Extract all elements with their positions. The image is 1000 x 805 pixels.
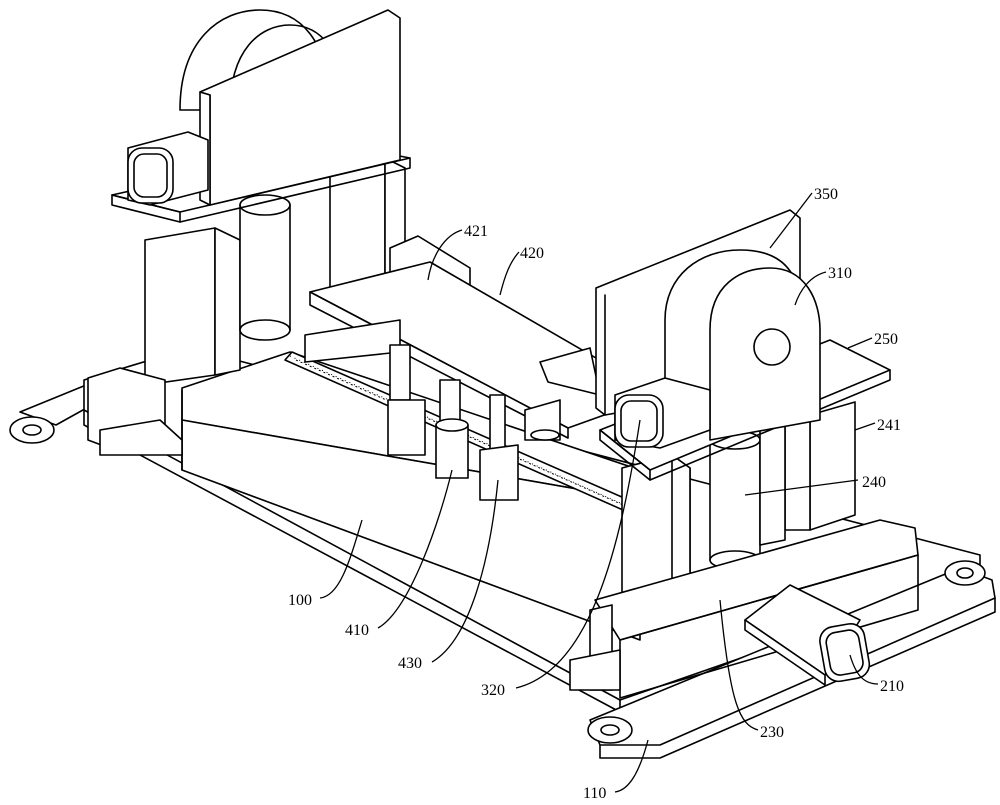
right-roller-housing-310 bbox=[664, 249, 821, 441]
label-250: 250 bbox=[874, 331, 898, 348]
label-350: 350 bbox=[814, 186, 838, 203]
right-support-columns-241 bbox=[784, 401, 856, 531]
label-421: 421 bbox=[464, 223, 488, 240]
label-240: 240 bbox=[862, 474, 886, 491]
label-420: 420 bbox=[520, 245, 544, 262]
left-column-feet bbox=[87, 367, 183, 456]
left-motor bbox=[127, 131, 209, 206]
label-410: 410 bbox=[345, 622, 369, 639]
carriage-underside bbox=[304, 319, 561, 501]
label-210: 210 bbox=[880, 678, 904, 695]
label-310: 310 bbox=[828, 265, 852, 282]
label-100: 100 bbox=[288, 592, 312, 609]
label-320: 320 bbox=[481, 682, 505, 699]
label-430: 430 bbox=[398, 655, 422, 672]
label-230: 230 bbox=[760, 724, 784, 741]
reference-labels: 100 110 210 230 240 241 250 310 320 350 … bbox=[288, 186, 904, 802]
drive-motor-210 bbox=[744, 584, 871, 686]
leader-lines bbox=[319, 192, 879, 793]
label-110: 110 bbox=[583, 785, 606, 802]
left-support-columns bbox=[144, 157, 406, 386]
right-slide-plate-230 bbox=[569, 519, 919, 699]
left-plate-panel bbox=[199, 9, 401, 206]
label-241: 241 bbox=[877, 417, 901, 434]
